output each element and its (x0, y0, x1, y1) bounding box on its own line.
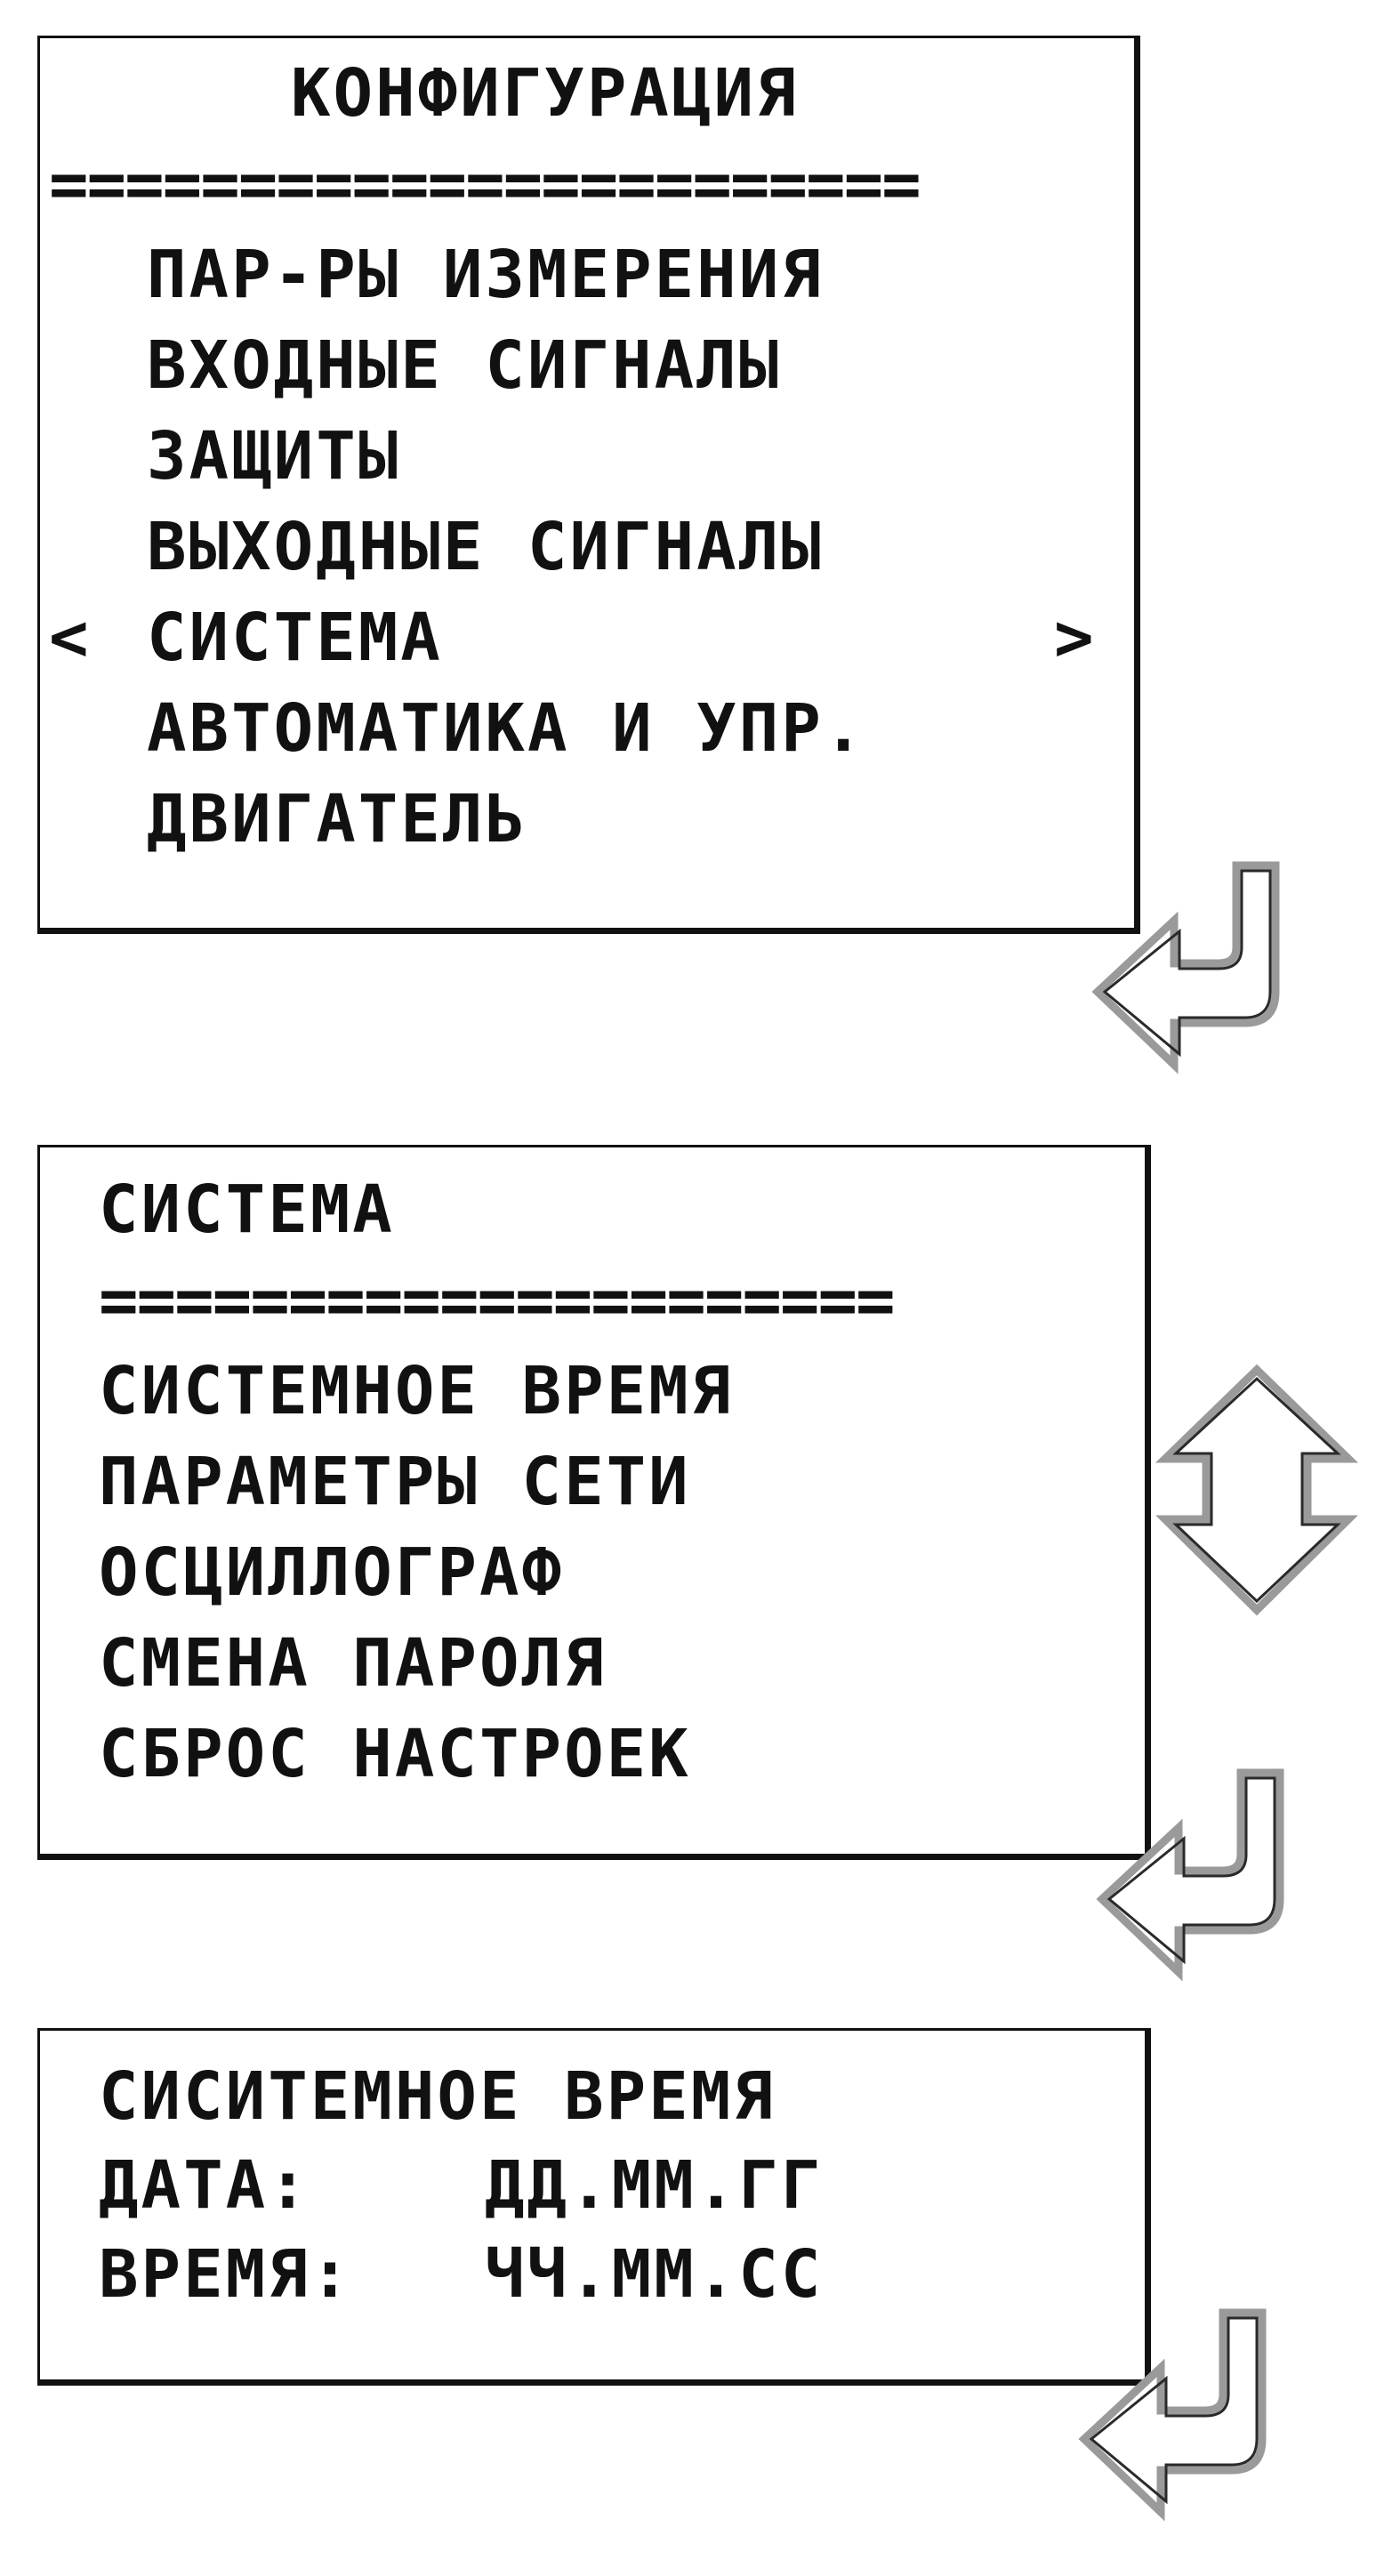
time-label: ВРЕМЯ: (99, 2236, 353, 2313)
date-value[interactable]: ДД.ММ.ГГ (485, 2147, 824, 2224)
menu-item-measurement-params[interactable]: ПАР-РЫ ИЗМЕРЕНИЯ (147, 237, 824, 313)
enter-return-icon (1085, 858, 1299, 1081)
system-time-screen: СИСИТЕМНОЕ ВРЕМЯ ДАТА: ДД.ММ.ГГ ВРЕМЯ: Ч… (37, 2028, 1151, 2386)
menu-item-change-password[interactable]: СМЕНА ПАРОЛЯ (99, 1625, 607, 1702)
up-down-arrow-icon (1155, 1361, 1359, 1619)
menu-item-system[interactable]: СИСТЕМА (147, 600, 443, 676)
config-menu-title: КОНФИГУРАЦИЯ (291, 55, 799, 132)
menu-item-input-signals[interactable]: ВХОДНЫЕ СИГНАЛЫ (147, 327, 782, 404)
config-menu-separator: ======================= (49, 146, 921, 222)
enter-return-icon (1072, 2306, 1285, 2528)
menu-item-output-signals[interactable]: ВЫХОДНЫЕ СИГНАЛЫ (147, 509, 824, 585)
system-menu-separator: ===================== (99, 1262, 896, 1339)
system-time-title: СИСИТЕМНОЕ ВРЕМЯ (99, 2058, 776, 2135)
cursor-left-marker: < (49, 600, 92, 676)
menu-item-protections[interactable]: ЗАЩИТЫ (147, 418, 401, 495)
menu-item-automation[interactable]: АВТОМАТИКА И УПР. (147, 690, 866, 767)
system-menu-title: СИСТЕМА (99, 1171, 395, 1248)
enter-return-icon (1090, 1766, 1303, 1988)
menu-item-reset-settings[interactable]: СБРОС НАСТРОЕК (99, 1716, 691, 1792)
system-menu-screen: СИСТЕМА ===================== СИСТЕМНОЕ … (37, 1145, 1151, 1860)
cursor-right-marker: > (1054, 600, 1097, 676)
time-value[interactable]: ЧЧ.ММ.СС (485, 2236, 824, 2313)
menu-item-system-time[interactable]: СИСТЕМНОЕ ВРЕМЯ (99, 1353, 734, 1429)
menu-item-motor[interactable]: ДВИГАТЕЛЬ (147, 781, 527, 857)
menu-item-oscilloscope[interactable]: ОСЦИЛЛОГРАФ (99, 1534, 565, 1611)
menu-item-network-params[interactable]: ПАРАМЕТРЫ СЕТИ (99, 1444, 691, 1520)
date-label: ДАТА: (99, 2147, 310, 2224)
config-menu-screen: КОНФИГУРАЦИЯ ======================= ПАР… (37, 36, 1140, 934)
